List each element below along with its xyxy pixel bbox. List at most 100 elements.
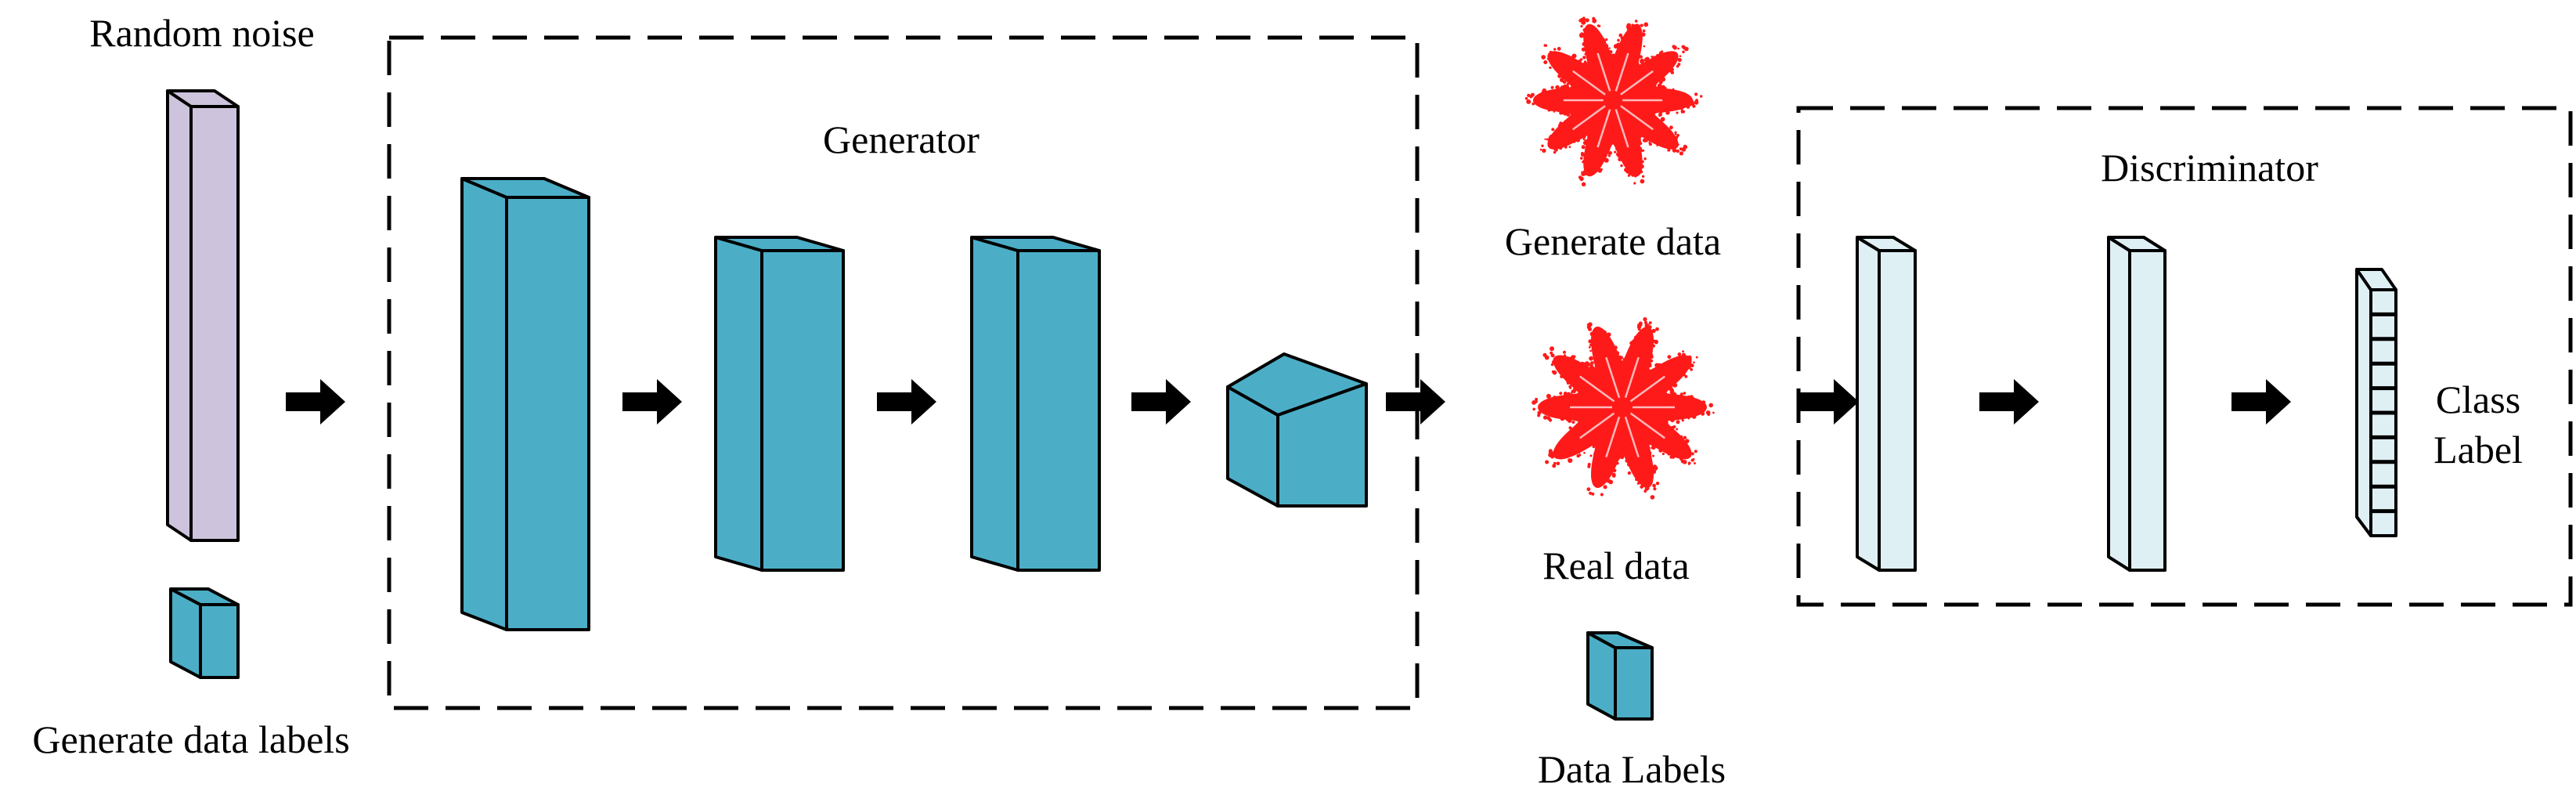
- sample-point: [1586, 487, 1591, 492]
- sample-point: [1608, 50, 1613, 54]
- sample-point: [1682, 358, 1685, 360]
- sample-point: [1557, 123, 1563, 128]
- sample-point: [1679, 435, 1683, 439]
- sample-point: [1559, 87, 1563, 90]
- sample-point: [1588, 339, 1593, 344]
- sample-point: [1655, 53, 1661, 59]
- sample-point: [1570, 392, 1573, 394]
- sample-point: [1545, 460, 1550, 464]
- sample-point: [1633, 182, 1636, 185]
- sample-point: [1592, 18, 1597, 23]
- sample-point: [1616, 454, 1621, 459]
- sample-point: [1663, 56, 1666, 60]
- sample-point: [1557, 109, 1561, 113]
- sample-point: [1667, 63, 1672, 67]
- sample-point: [1548, 449, 1553, 453]
- sample-point: [1629, 168, 1633, 172]
- sample-point: [1562, 84, 1568, 89]
- sample-point: [1690, 363, 1694, 368]
- sample-point: [1641, 476, 1645, 479]
- sample-point: [1591, 344, 1595, 348]
- sample-point: [1672, 144, 1676, 149]
- sample-point: [1643, 327, 1646, 331]
- sample-point: [1602, 38, 1605, 41]
- sample-point: [1672, 45, 1677, 50]
- sample-point: [1573, 386, 1576, 390]
- sample-point: [1564, 120, 1568, 124]
- sample-point: [1589, 361, 1594, 365]
- generator-output-cube: [1226, 352, 1368, 508]
- sample-point: [1625, 356, 1628, 359]
- generate-data-label: Generate data: [1504, 219, 1722, 263]
- sample-point: [1568, 418, 1572, 423]
- sample-point: [1587, 323, 1591, 327]
- random-noise-vector: [166, 89, 240, 542]
- sample-point: [1560, 139, 1564, 145]
- sample-point: [1639, 55, 1643, 59]
- sample-point: [1671, 140, 1676, 146]
- sample-point: [1555, 54, 1560, 60]
- sample-point: [1682, 50, 1685, 54]
- sample-point: [1654, 363, 1659, 368]
- sample-point: [1588, 67, 1591, 70]
- sample-point: [1588, 445, 1591, 447]
- sample-point: [1684, 439, 1690, 443]
- sample-point: [1674, 131, 1677, 134]
- sample-point: [1580, 157, 1583, 160]
- sample-point: [1640, 179, 1645, 184]
- sample-point: [1636, 132, 1639, 135]
- sample-point: [1615, 351, 1620, 356]
- sample-point: [1677, 57, 1682, 63]
- sample-point: [1582, 17, 1586, 22]
- sample-point: [1657, 120, 1661, 124]
- sample-point: [1697, 413, 1701, 415]
- discriminator-output-vector: [2355, 268, 2397, 537]
- sample-point: [1635, 65, 1638, 68]
- sample-point: [1549, 50, 1553, 54]
- sample-point: [1675, 135, 1679, 139]
- sample-point: [1551, 360, 1555, 364]
- sample-point: [1583, 451, 1586, 454]
- sample-point: [1607, 154, 1611, 157]
- sample-point: [1529, 94, 1534, 98]
- sample-point: [1585, 18, 1589, 23]
- sample-point: [1566, 82, 1570, 86]
- sample-point: [1579, 363, 1583, 367]
- sample-point: [1607, 471, 1611, 476]
- sample-point: [1589, 491, 1593, 495]
- sample-point: [1681, 92, 1685, 96]
- sample-point: [1695, 356, 1698, 359]
- sample-point: [1677, 63, 1681, 67]
- sample-point: [1617, 38, 1620, 42]
- sample-point: [1546, 416, 1551, 421]
- sample-point: [1568, 431, 1571, 435]
- sample-point: [1665, 89, 1668, 92]
- sample-point: [1548, 59, 1553, 63]
- sample-point: [1647, 448, 1651, 453]
- sample-point: [1679, 457, 1683, 461]
- sample-point: [1670, 56, 1674, 60]
- sample-point: [1620, 36, 1625, 41]
- sample-point: [1643, 45, 1646, 48]
- sample-point: [1638, 146, 1643, 151]
- flower-shape: [1533, 23, 1693, 177]
- class-label-line-1: Class: [2435, 378, 2521, 421]
- sample-point: [1651, 344, 1655, 348]
- sample-point: [1558, 367, 1562, 371]
- sample-point: [1643, 320, 1648, 324]
- flow-arrow-1: [286, 379, 345, 424]
- sample-point: [1642, 29, 1646, 33]
- sample-point: [1651, 472, 1654, 475]
- sample-point: [1650, 114, 1654, 117]
- sample-point: [1563, 350, 1566, 354]
- sample-point: [1581, 134, 1586, 139]
- sample-point: [1612, 468, 1617, 473]
- sample-point: [1646, 373, 1650, 377]
- flower-streak: [1605, 356, 1621, 399]
- sample-point: [1654, 117, 1658, 121]
- sample-point: [1680, 441, 1683, 443]
- sample-point: [1591, 443, 1593, 445]
- sample-point: [1624, 168, 1629, 172]
- sample-point: [1543, 415, 1548, 420]
- sample-point: [1583, 155, 1588, 160]
